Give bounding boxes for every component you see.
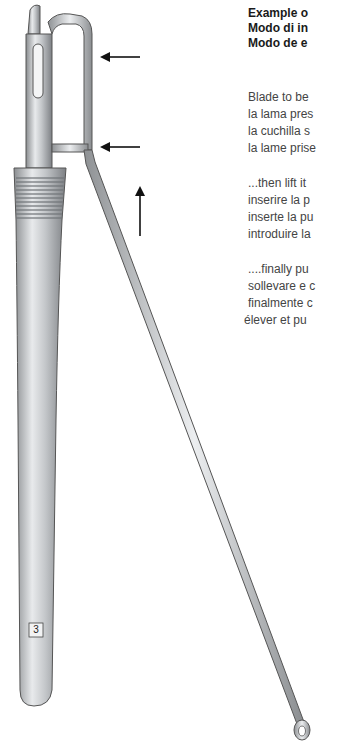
instruction-text: ....finally pu: [248, 262, 309, 277]
instruction-text: inserte la pu: [248, 210, 313, 225]
heading-text: Example o: [248, 6, 308, 21]
instruction-text: sollevare e c: [248, 279, 315, 294]
instruction-text: la cuchilla s: [248, 124, 310, 139]
instruction-text: Blade to be: [248, 90, 309, 105]
instruction-text: inserire la p: [248, 193, 310, 208]
instruction-text: finalmente c: [248, 296, 313, 311]
heading-text: Modo de e: [248, 36, 307, 51]
heading-text: Modo di in: [248, 21, 308, 36]
instruction-text: introduire la: [248, 227, 311, 242]
instruction-text: ...then lift it: [248, 176, 306, 191]
size-number: 3: [30, 624, 42, 636]
instruction-text: élever et pu: [244, 313, 307, 328]
instruction-text: la lama pres: [248, 107, 313, 122]
instruction-text: la lame prise: [248, 141, 316, 156]
